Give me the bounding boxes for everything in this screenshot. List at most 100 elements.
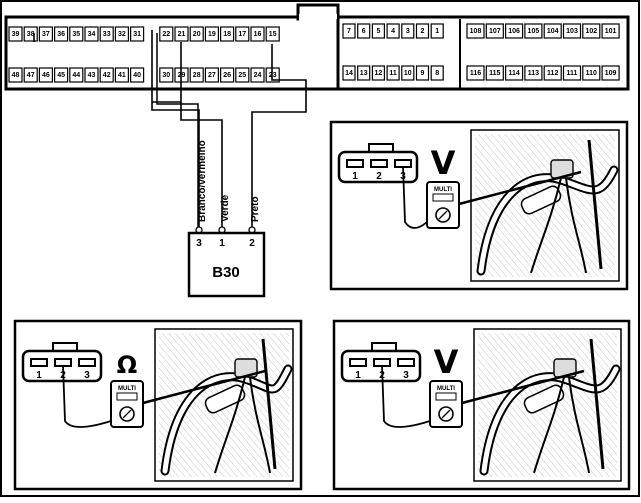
ecu-pin-46: 46 <box>38 67 54 83</box>
ecu-pin-label: 42 <box>103 72 111 79</box>
probe-wire <box>402 165 428 229</box>
ecu-pin-48: 48 <box>8 67 23 83</box>
ecu-pin-12: 12 <box>371 65 385 81</box>
sensor-b30: 3 1 2 B30 <box>187 231 266 298</box>
ecu-pin-27: 27 <box>204 67 219 83</box>
ecu-pin-10: 10 <box>401 65 415 81</box>
ecu-pin-label: 27 <box>208 72 216 79</box>
ecu-pin-label: 6 <box>362 28 366 35</box>
ecu-pin-label: 19 <box>208 31 216 38</box>
engine-photo <box>473 328 622 482</box>
ecu-pin-39: 39 <box>8 26 23 42</box>
multimeter-label: MULTI <box>434 187 452 193</box>
ecu-pin-6: 6 <box>357 23 371 39</box>
multimeter-label: MULTI <box>437 386 455 392</box>
ecu-pin-45: 45 <box>53 67 69 83</box>
ecu-pin-label: 17 <box>238 31 246 38</box>
ecu-pin-106: 106 <box>505 23 524 39</box>
ecu-pin-label: 112 <box>547 70 558 77</box>
ecu-pin-28: 28 <box>189 67 204 83</box>
ecu-pin-label: 39 <box>12 31 20 38</box>
ecu-pin-label: 4 <box>391 28 395 35</box>
ecu-pin-label: 21 <box>178 31 186 38</box>
ecu-pin-110: 110 <box>582 65 601 81</box>
ecu-pin-107: 107 <box>485 23 504 39</box>
ecu-pin-label: 33 <box>103 31 111 38</box>
ecu-pin-label: 32 <box>118 31 126 38</box>
wire-preto <box>251 44 307 228</box>
ecu-pin-label: 7 <box>347 28 351 35</box>
ecu-pin-3: 3 <box>401 23 415 39</box>
ecu-pin-15: 15 <box>265 26 280 42</box>
ohm-symbol: Ω <box>117 351 137 379</box>
multimeter-icon: MULTI <box>110 380 144 428</box>
ecu-pin-13: 13 <box>357 65 371 81</box>
ecu-pin-8: 8 <box>430 65 444 81</box>
ecu-pin-22: 22 <box>159 26 174 42</box>
ecu-pin-30: 30 <box>159 67 174 83</box>
ecu-pin-24: 24 <box>250 67 265 83</box>
wire-label-preto: Preto <box>250 196 261 222</box>
wire-label-verde: Verde <box>220 194 231 222</box>
probe-lead <box>458 170 582 206</box>
ecu-pin-label: 13 <box>360 70 368 77</box>
wire-verde <box>152 42 223 228</box>
probe-lead <box>142 369 266 405</box>
ecu-pin-label: 38 <box>27 31 35 38</box>
multimeter-icon: MULTI <box>426 181 460 229</box>
voltage-symbol: V <box>431 144 456 182</box>
connector-pin-label: 1 <box>355 370 361 381</box>
ecu-pin-label: 109 <box>605 70 617 77</box>
probe-wire <box>62 364 112 428</box>
ecu-pin-label: 9 <box>421 70 425 77</box>
sensor-pin-label-2: 2 <box>249 238 255 249</box>
ecu-pin-label: 46 <box>42 72 50 79</box>
ecu-pin-20: 20 <box>189 26 204 42</box>
ecu-pin-19: 19 <box>204 26 219 42</box>
ecu-pin-label: 3 <box>406 28 410 35</box>
ecu-pin-label: 108 <box>470 28 482 35</box>
ecu-pin-label: 5 <box>376 28 380 35</box>
wires <box>33 30 307 228</box>
ecu-pin-44: 44 <box>69 67 84 83</box>
ecu-pin-35: 35 <box>69 26 84 42</box>
ecu-pin-36: 36 <box>53 26 69 42</box>
ecu-pin-47: 47 <box>23 67 38 83</box>
ecu-pin-label: 115 <box>489 70 500 77</box>
ecu-pin-113: 113 <box>524 65 543 81</box>
ecu-pin-label: 25 <box>238 72 246 79</box>
ecu-pin-103: 103 <box>562 23 582 39</box>
ecu-pin-label: 12 <box>375 70 383 77</box>
sensor-pin-label-1: 1 <box>219 238 225 249</box>
ecu-pin-38: 38 <box>23 26 38 42</box>
ecu-pin-label: 41 <box>118 72 126 79</box>
ecu-pin-label: 30 <box>162 72 170 79</box>
ecu-pin-label: 48 <box>12 72 20 79</box>
ecu-pin-label: 40 <box>133 72 141 79</box>
voltage-symbol: V <box>434 343 459 381</box>
ecu-pin-101: 101 <box>601 23 620 39</box>
ecu-pin-11: 11 <box>386 65 400 81</box>
ecu-pin-label: 45 <box>57 72 65 79</box>
connector-pin-label: 3 <box>84 370 90 381</box>
ecu-pin-9: 9 <box>415 65 430 81</box>
ecu-pin-label: 20 <box>193 31 201 38</box>
ecu-pin-115: 115 <box>485 65 504 81</box>
ecu-pin-label: 26 <box>223 72 231 79</box>
ecu-pin-17: 17 <box>235 26 250 42</box>
ecu-pin-33: 33 <box>99 26 114 42</box>
ecu-pin-label: 24 <box>254 72 262 79</box>
ecu-pin-label: 16 <box>254 31 262 38</box>
ecu-pin-label: 47 <box>27 72 35 79</box>
ecu-pin-104: 104 <box>543 23 562 39</box>
probe-lead <box>461 369 585 405</box>
ecu-pin-26: 26 <box>220 67 235 83</box>
multimeter-label: MULTI <box>118 386 136 392</box>
ecu-pin-111: 111 <box>562 65 582 81</box>
ecu-pin-18: 18 <box>220 26 235 42</box>
